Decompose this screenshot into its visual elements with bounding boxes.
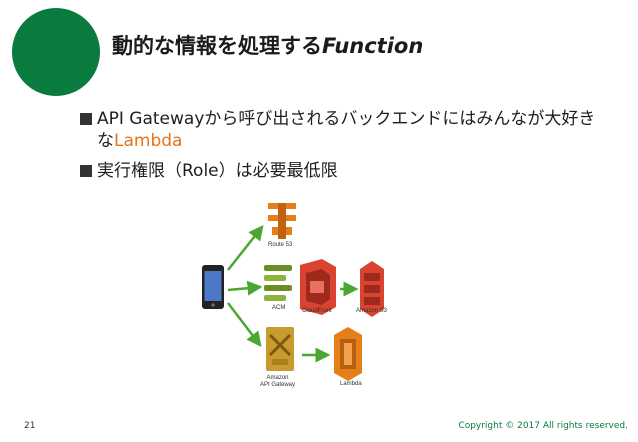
slide-title: 動的な情報を処理するFunction xyxy=(112,30,423,60)
lambda-icon xyxy=(334,327,362,381)
arrow-to-acm xyxy=(227,280,263,296)
cloudfront-icon xyxy=(300,259,336,315)
bullet-list: API Gatewayから呼び出されるバックエンドにはみんなが大好きなLambd… xyxy=(80,108,600,190)
label-api-gateway: Amazon API Gateway xyxy=(260,375,295,389)
smartphone-icon xyxy=(202,265,224,309)
label-cloudfront: CloudFront xyxy=(302,308,332,314)
brand-circle xyxy=(12,8,100,96)
page-number: 21 xyxy=(24,421,36,431)
bullet-item: 実行権限（Role）は必要最低限 xyxy=(80,160,600,182)
label-route53: Route 53 xyxy=(268,242,293,248)
bullet-text: API Gatewayから呼び出されるバックエンドにはみんなが大好きな xyxy=(97,109,596,151)
architecture-diagram: Route 53 ACM CloudFront Amazon S3 Amazon… xyxy=(190,195,420,395)
s3-icon xyxy=(360,261,384,317)
label-s3: Amazon S3 xyxy=(356,308,388,314)
copyright-text: Copyright © 2017 All rights reserved. xyxy=(458,421,628,431)
bullet-text: 実行権限（Role）は必要最低限 xyxy=(97,161,338,181)
title-function: Function xyxy=(322,34,424,58)
bullet-square-icon xyxy=(80,165,92,177)
arrow-to-api-gateway xyxy=(227,302,262,347)
acm-icon xyxy=(264,265,292,301)
label-api-gateway-line1: Amazon xyxy=(266,375,289,381)
arrow-to-route53 xyxy=(227,225,264,271)
bullet-square-icon xyxy=(80,113,92,125)
bullet-item: API Gatewayから呼び出されるバックエンドにはみんなが大好きなLambd… xyxy=(80,108,600,152)
label-lambda: Lambda xyxy=(340,381,362,387)
api-gateway-icon xyxy=(266,327,294,371)
label-api-gateway-line2: API Gateway xyxy=(260,382,296,388)
route53-icon xyxy=(268,203,296,239)
label-acm: ACM xyxy=(272,305,286,311)
title-main: 動的な情報を処理する xyxy=(112,34,322,58)
bullet-lambda-highlight: Lambda xyxy=(114,131,183,151)
